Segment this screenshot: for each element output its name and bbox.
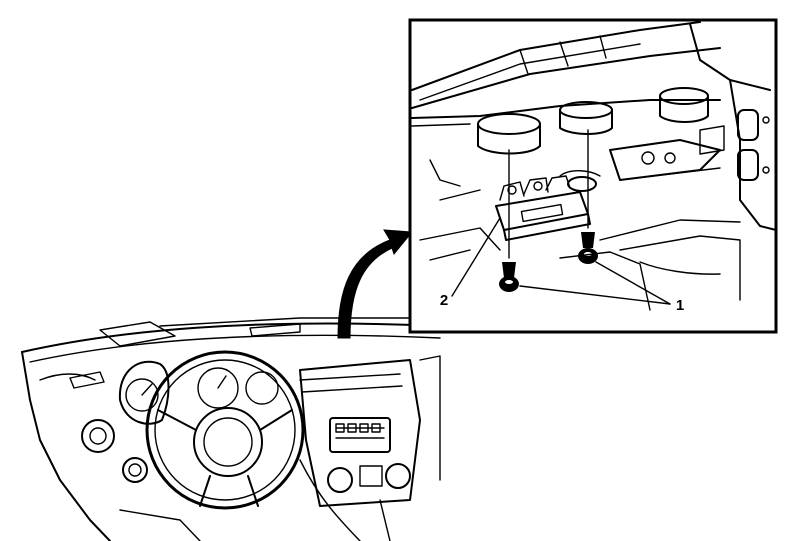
callout-2: 2 [440,292,448,309]
instrument-panel-overview [21,317,441,541]
screw-right [578,129,598,264]
detail-inset: 2 1 [408,18,778,334]
leader-1a [519,285,671,305]
leader-2 [451,217,501,297]
detail-arrow [337,229,413,339]
screw-left [499,149,519,292]
callout-1: 1 [676,297,684,314]
leader-1b [595,261,671,305]
